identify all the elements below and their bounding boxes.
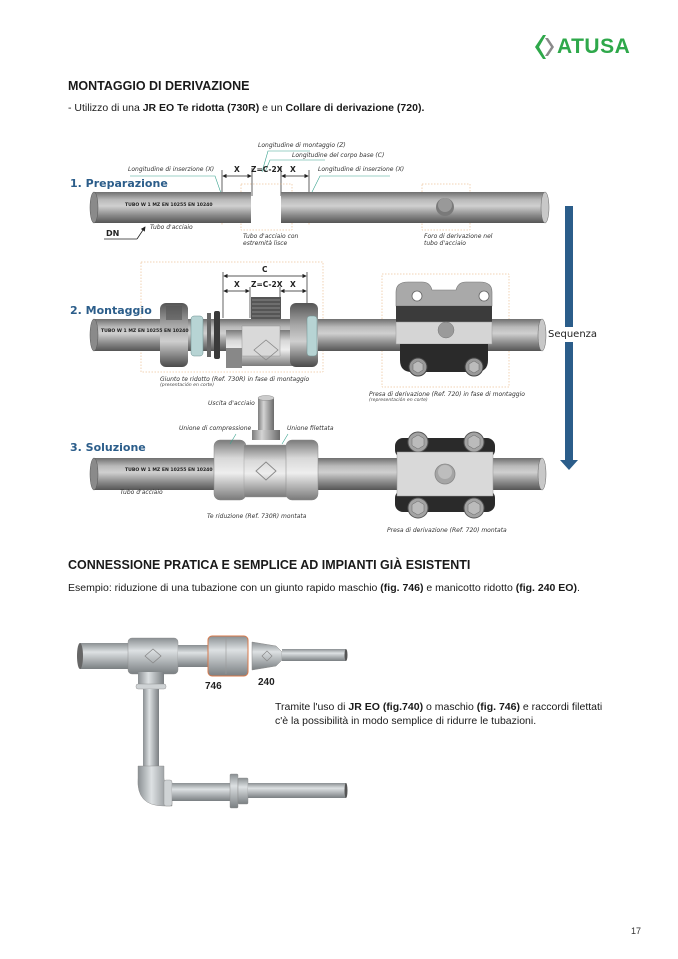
pipe-marking-2: TUBO W 1 MZ EN 10255 EN 10240 — [101, 329, 189, 334]
pipe-marking-1: TUBO W 1 MZ EN 10255 EN 10240 — [125, 203, 213, 208]
collar-assembly-caption: Presa di derivazione (Ref. 720) in fase … — [369, 391, 525, 398]
pipe-marking-3: TUBO W 1 MZ EN 10255 EN 10240 — [125, 468, 213, 473]
section1-intro: - Utilizzo di una JR EO Te ridotta (730R… — [68, 102, 424, 114]
step2-title: 2. Montaggio — [70, 304, 152, 317]
fig-240-label: 240 — [258, 677, 275, 688]
smooth-ends-label: Tubo d'acciaio con estremità lisce — [243, 233, 299, 247]
sequence-label: Sequenza — [548, 327, 598, 342]
step2-graphic — [89, 261, 547, 388]
collar-mounted-caption: Presa di derivazione (Ref. 720) montata — [387, 527, 507, 534]
note-text-end: e raccordi filettati — [519, 701, 603, 713]
dim-x-right: X — [290, 165, 296, 174]
branch-hole-label: Foro di derivazione nel tubo d'acciaio — [424, 233, 493, 247]
dim-z: Z=C-2X — [251, 165, 283, 174]
dim-z-2: Z=C-2X — [251, 280, 283, 289]
dn-label: DN — [106, 229, 120, 238]
steel-pipe-label-3: Tubo d'acciaio — [120, 489, 163, 496]
note-line-2: c'è la possibilità in modo semplice di r… — [275, 715, 537, 727]
section2-title: CONNESSIONE PRATICA E SEMPLICE AD IMPIAN… — [68, 558, 471, 572]
steel-outlet-label: Uscita d'acciaio — [208, 400, 255, 407]
atusa-logo: ATUSA — [533, 33, 630, 61]
tee-assembly-caption: Giunto te ridotto (Ref. 730R) in fase di… — [160, 376, 310, 383]
intro-bold-tee: JR EO Te ridotta (730R) — [142, 102, 260, 114]
fig-746-label: 746 — [205, 681, 222, 692]
page-number: 17 — [631, 926, 642, 936]
threaded-union-label: Unione filettata — [287, 425, 334, 432]
intro-text-mid: e un — [259, 102, 286, 114]
note-text: Tramite l'uso di — [275, 701, 349, 713]
example-text-mid: e manicotto ridotto — [423, 582, 516, 594]
compression-union-label: Unione di compressione — [179, 425, 252, 432]
label-mounting-length: Longitudine di montaggio (Z) — [258, 142, 346, 149]
tee-assembly-subcaption: (presentación en corte) — [160, 383, 214, 388]
note-text-mid: o maschio — [423, 701, 477, 713]
reduction-note: Tramite l'uso di JR EO (fig.740) o masch… — [275, 700, 602, 728]
collar-assembly-subcaption: (representación en corte) — [369, 398, 428, 403]
label-body-length: Longitudine del corpo base (C) — [292, 152, 385, 159]
note-bold-746: (fig. 746) — [476, 701, 520, 713]
steel-pipe-label-1: Tubo d'acciaio — [150, 224, 193, 231]
tee-mounted-caption: Te riduzione (Ref. 730R) montata — [207, 513, 307, 520]
intro-text: - Utilizzo di una — [68, 102, 143, 114]
section2-example: Esempio: riduzione di una tubazione con … — [68, 582, 580, 594]
dim-x-right-2: X — [290, 280, 296, 289]
example-bold-240: (fig. 240 EO) — [515, 582, 577, 594]
example-bold-746: (fig. 746) — [380, 582, 424, 594]
step3-graphic — [89, 395, 547, 519]
step1-title: 1. Preparazione — [70, 177, 168, 190]
step1-graphic — [89, 150, 550, 240]
section1-title: MONTAGGIO DI DERIVAZIONE — [68, 79, 250, 93]
intro-bold-collar: Collare di derivazione (720). — [285, 102, 425, 114]
label-insertion-left: Longitudine di inserzione (X) — [128, 166, 215, 173]
dim-x-left: X — [234, 165, 240, 174]
dim-x-left-2: X — [234, 280, 240, 289]
logo-text: ATUSA — [557, 35, 631, 58]
reduction-piping-graphic — [77, 635, 348, 809]
example-text: Esempio: riduzione di una tubazione con … — [68, 582, 381, 594]
example-text-end: . — [576, 582, 580, 594]
label-insertion-right: Longitudine di inserzione (X) — [318, 166, 405, 173]
note-bold-740: JR EO (fig.740) — [348, 701, 424, 713]
logo-chevrons-icon — [535, 35, 554, 59]
step3-title: 3. Soluzione — [70, 441, 146, 454]
dim-c: C — [262, 265, 268, 274]
